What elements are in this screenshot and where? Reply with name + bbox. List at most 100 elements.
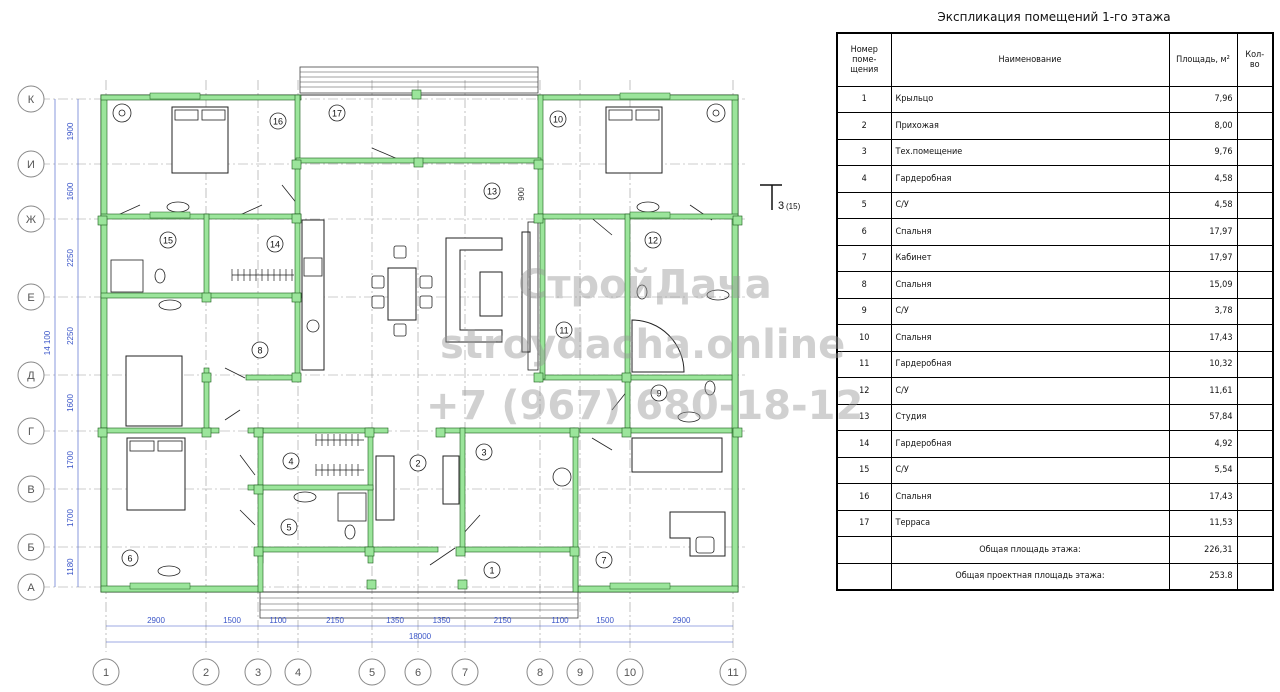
dim-text: 2250: [66, 249, 75, 267]
room-number-label: 2: [415, 459, 420, 469]
room-number: 15: [836, 456, 892, 484]
room-number-label: 9: [656, 389, 661, 399]
room-qty: [1236, 297, 1274, 325]
room-qty: [1236, 218, 1274, 246]
wall: [245, 374, 299, 381]
axis-label: И: [27, 159, 35, 171]
post: [253, 427, 264, 438]
axis-bubble: [92, 658, 120, 686]
wall: [100, 213, 302, 220]
window: [149, 92, 201, 100]
wall: [294, 94, 301, 221]
toilet-icon: [344, 524, 356, 540]
room-name: Спальня: [890, 271, 1170, 299]
toilet-icon: [154, 268, 166, 284]
plant-icon: [706, 103, 726, 123]
room-number: 16: [836, 483, 892, 511]
post: [533, 213, 544, 224]
axis-label: 7: [462, 667, 468, 679]
dim-text: 1100: [551, 616, 569, 625]
post: [413, 157, 424, 168]
axis-label: 8: [537, 667, 543, 679]
room-marker: [555, 321, 573, 339]
room-number: 5: [836, 191, 892, 219]
room-marker: [251, 341, 269, 359]
window: [619, 92, 671, 100]
room-name: Кабинет: [890, 244, 1170, 272]
axis-label: К: [28, 94, 35, 106]
room-name: Гардеробная: [890, 430, 1170, 458]
room-marker: [483, 182, 501, 200]
room-qty: [1236, 85, 1274, 113]
post: [97, 427, 108, 438]
room-number: 17: [836, 509, 892, 537]
porch-steps: [259, 591, 579, 619]
cooktop: [303, 257, 323, 277]
room-marker: [121, 549, 139, 567]
axis-bubble: [404, 658, 432, 686]
wall: [537, 374, 733, 381]
post: [533, 372, 544, 383]
room-number-label: 13: [487, 187, 497, 197]
axis-label: 2: [203, 667, 209, 679]
room-area: 9,76: [1168, 138, 1238, 166]
room-marker: [595, 551, 613, 569]
room-number: 8: [836, 271, 892, 299]
post: [621, 372, 632, 383]
room-name: Спальня: [890, 324, 1170, 352]
room-number: 14: [836, 430, 892, 458]
axis-bubble: [192, 658, 220, 686]
dim-text: 2250: [66, 327, 75, 345]
room-area: 11,53: [1168, 509, 1238, 537]
room-number-label: 7: [601, 556, 606, 566]
room-marker: [475, 443, 493, 461]
axis-bubble: [17, 533, 45, 561]
header-qty: Кол-во: [1236, 32, 1274, 87]
room-number-label: 17: [332, 109, 342, 119]
post: [435, 427, 446, 438]
project-total-row: Общая проектная площадь этажа: 253.8: [836, 562, 1274, 590]
axis-bubble: [17, 417, 45, 445]
dim-text: 1500: [596, 616, 614, 625]
room-number: 4: [836, 165, 892, 193]
wall: [100, 94, 302, 101]
dim-text: 1700: [66, 509, 75, 527]
plant-icon: [712, 109, 720, 117]
dim-text: 1500: [223, 616, 241, 625]
dim-text: 1350: [386, 616, 404, 625]
room-qty: [1236, 244, 1274, 272]
wall: [247, 427, 389, 434]
dim-text: 2900: [147, 616, 165, 625]
room-marker: [549, 110, 567, 128]
chair: [371, 295, 385, 309]
corner-bath: [631, 319, 685, 373]
axis-label: Ж: [26, 214, 36, 226]
basin-icon: [158, 299, 182, 311]
post: [732, 215, 743, 226]
bench-2: [375, 455, 395, 521]
room-number: 1: [836, 85, 892, 113]
room-qty: [1236, 138, 1274, 166]
post: [291, 213, 302, 224]
dim-text: 1350: [433, 616, 451, 625]
room-name: С/У: [890, 377, 1170, 405]
wall: [203, 213, 210, 299]
room-marker: [644, 231, 662, 249]
coffee-table: [479, 271, 503, 317]
chair: [419, 275, 433, 289]
project-total-value: 253.8: [1168, 562, 1238, 590]
axis-label: 10: [624, 667, 636, 679]
axis-label: 1: [103, 667, 109, 679]
post: [621, 427, 632, 438]
room-qty: [1236, 112, 1274, 140]
bed-8: [125, 355, 183, 427]
room-marker: [269, 112, 287, 130]
axis-label: 9: [577, 667, 583, 679]
pillow: [157, 440, 183, 452]
room-qty: [1236, 483, 1274, 511]
room-name: Терраса: [890, 509, 1170, 537]
dim-text: 1600: [66, 394, 75, 412]
